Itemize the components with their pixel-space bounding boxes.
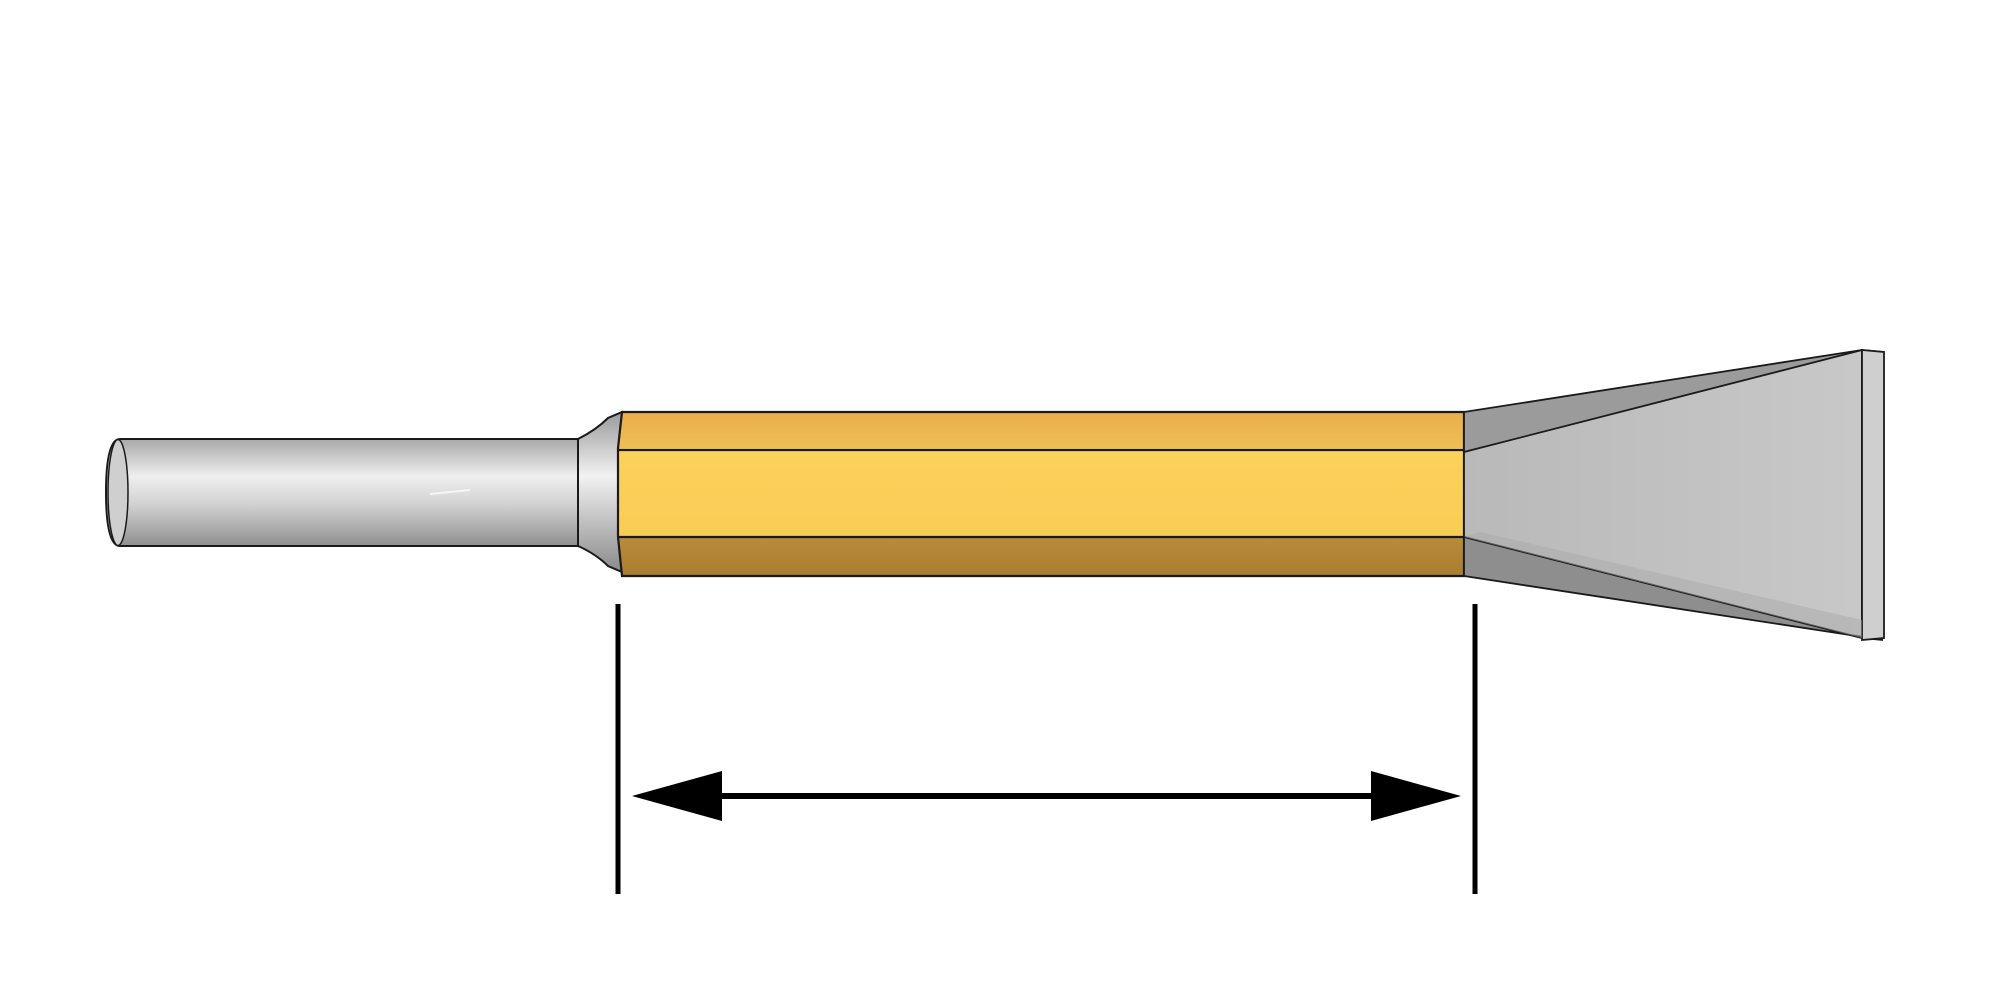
arrowhead-right	[1371, 771, 1461, 821]
shank-highlight	[429, 489, 471, 495]
hex-middle-face	[618, 448, 1464, 537]
arrowhead-left	[632, 771, 722, 821]
blade-shading	[1464, 532, 1862, 638]
hex-top-face	[618, 412, 1464, 448]
blade-cutting-edge	[1861, 349, 1885, 641]
dimension-marker	[615, 604, 1478, 894]
shank-end-cap	[107, 438, 129, 547]
neck-body	[577, 410, 623, 574]
blade	[1463, 348, 1885, 641]
shank	[104, 438, 581, 547]
hex-body	[616, 410, 1466, 578]
neck	[577, 410, 623, 574]
hex-bottom-face	[618, 537, 1464, 576]
shank-body	[104, 438, 581, 547]
